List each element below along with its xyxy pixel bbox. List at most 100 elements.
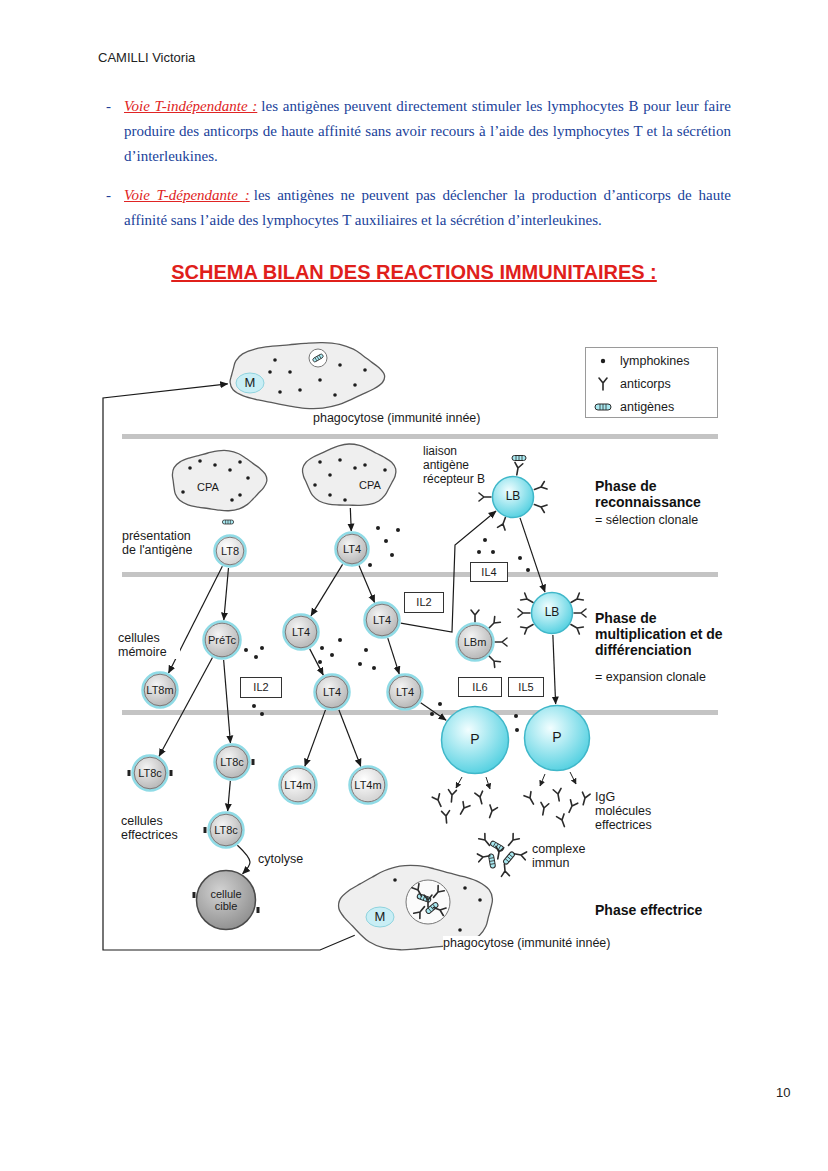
node-text: LB [506,490,521,503]
diagram-label: cellules mémoire [118,631,180,659]
bullet-term: Voie T-dépendante : [124,187,250,203]
label-anchor: IgG molécules effectrices [595,790,667,832]
diagram-label: complexe immun [532,842,594,870]
cytokine-box: IL5 [508,677,544,697]
header-text: CAMILLI Victoria [98,50,195,65]
phagocytosed-antigen [309,349,327,367]
label-anchor: - [106,94,111,119]
cell-circle: cellule cible [195,869,257,931]
node-text: IL2 [416,596,431,608]
cell-circle: LT8 [213,534,247,568]
node-text: P [552,730,561,745]
node-text: LT4 [396,686,414,698]
connector-arrow [553,635,556,704]
diagram-label: phagocytose (immunité innée) [443,936,610,950]
cell-circle: P [440,705,510,775]
label-anchor: présentation de l'antigène [122,529,207,557]
label-anchor: phagocytose (immunité innée) [443,936,610,950]
diagram-label: cellules effectrices [121,814,191,842]
label-anchor: Phase de reconnaissance [595,478,715,510]
cytokine-box: IL2 [404,592,444,613]
phase-heading: Phase de multiplication et de différenci… [595,610,745,658]
label-anchor: cellules effectrices [121,814,191,842]
bullet-paragraph: Voie T-indépendante :les antigènes peuve… [124,94,731,169]
connector-arrow [305,710,326,766]
node-text: LT4 [292,626,310,638]
connector-arrow [520,518,545,592]
edge-label-anchor: cytolyse [258,852,303,866]
node-text: LT4 [373,614,391,626]
edge-label: cytolyse [258,852,303,866]
connector-arrow [224,660,231,743]
node-text: LT8c [214,824,238,836]
title-anchor: SCHEMA BILAN DES REACTIONS IMMUNITAIRES … [0,261,828,284]
diagram-label: = expansion clonale [595,670,706,684]
cell-circle: LT4 [313,673,351,711]
legend-text: lymphokines [620,354,689,368]
cell-circle: LT8m [141,671,179,709]
label-anchor: Phase effectrice [595,902,702,918]
node-text: IL5 [518,681,533,693]
legend-box: lymphokines anticorps antigènes [585,347,718,418]
node-text: LT8c [220,756,244,768]
diagram-label: = sélection clonale [595,513,698,527]
bullet-dash: - [106,94,111,119]
cell-circle: LT4m [348,765,388,805]
legend-text: antigènes [620,400,674,414]
node-text: M [245,376,256,390]
cell-circle: LT4 [386,673,424,711]
node-text: cellule cible [201,888,251,912]
immune-complex [477,834,526,877]
page-title: SCHEMA BILAN DES REACTIONS IMMUNITAIRES … [171,261,657,284]
cell-blob: CPA [298,441,400,511]
connector-arrow [359,566,375,603]
legend-row: antigènes [592,400,674,414]
node-text: LB [545,606,560,619]
cell-blob: CPA [166,447,270,515]
node-text: IL6 [472,681,487,693]
cell-shape [298,441,400,511]
cell-circle: LT4 [363,601,401,639]
node-text: LT8c [138,767,162,779]
label-anchor: 10 [776,1085,790,1100]
diagram-label: présentation de l'antigène [122,529,207,557]
bullet-paragraph: Voie T-dépendante :les antigènes ne peuv… [124,183,731,233]
connector-arrow [339,710,361,767]
label-anchor: phagocytose (immunité innée) [313,411,480,425]
cytokine-box: IL4 [470,562,508,582]
connector-arrow [350,508,352,531]
cell-circle: LT4 [282,613,320,651]
label-anchor: Phase de multiplication et de différenci… [595,610,745,658]
label-anchor: cellules mémoire [118,631,180,659]
phase-heading: Phase de reconnaissance [595,478,715,510]
membrane-receptors [128,456,587,914]
node-text: IL2 [253,681,268,693]
connector-arrow [310,649,324,675]
cell-circle: LT8c [207,811,245,849]
label-anchor: = sélection clonale [595,513,698,527]
label-anchor: liaison antigène récepteur B [423,444,495,486]
connector-arrow [401,511,496,632]
engulfed-complex [406,880,450,924]
cell-circle: LT4 [334,531,370,567]
legend-symbol [592,400,614,414]
cytokine-box: IL6 [458,677,502,697]
diagram-label: phagocytose (immunité innée) [313,411,480,425]
cell-circle: LB [491,475,535,519]
node-text: LT8m [146,684,173,696]
label-anchor: = expansion clonale [595,670,706,684]
bullet-term: Voie T-indépendante : [124,98,257,114]
phase-band [122,434,718,715]
diagram-label: IgG molécules effectrices [595,790,667,832]
phase-heading: Phase effectrice [595,902,702,918]
cell-circle: LBm [455,622,495,662]
legend-row: anticorps [592,377,671,391]
connector-arrow [237,845,250,874]
node-text: IL4 [481,566,496,578]
node-text: LT8 [221,545,239,557]
connector-arrow [224,568,229,620]
node-text: LT4m [284,779,311,791]
cell-circle: LB [530,591,574,635]
